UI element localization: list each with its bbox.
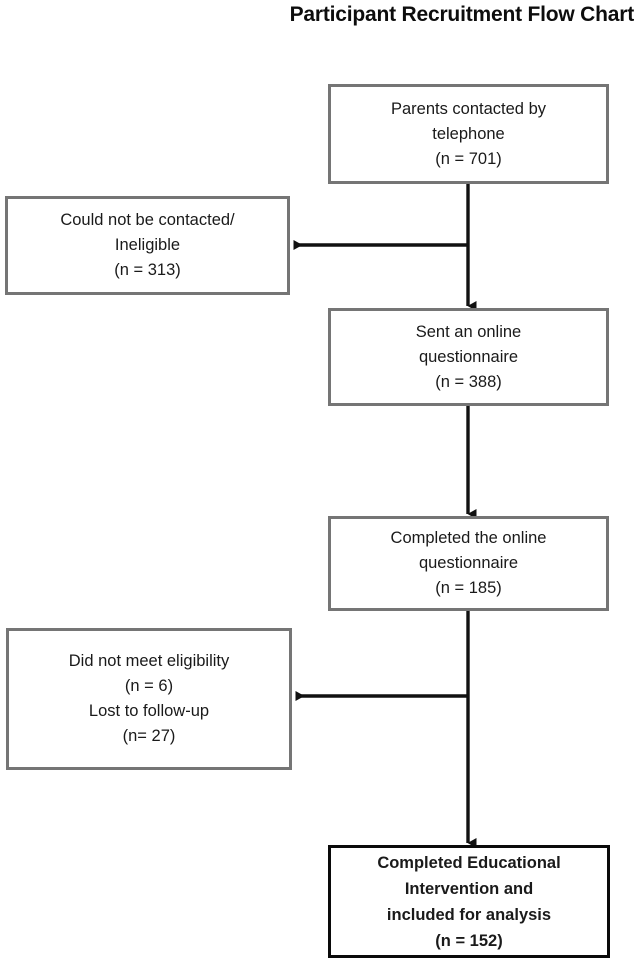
node-did-not-meet-eligibility-text: Did not meet eligibility (n = 6) Lost to… (68, 652, 230, 745)
node-could-not-be-contacted[interactable]: Could not be contacted/ Ineligible (n = … (5, 196, 290, 295)
node-sent-questionnaire[interactable]: Sent an online questionnaire (n = 388) (328, 308, 609, 406)
node-completed-questionnaire[interactable]: Completed the online questionnaire (n = … (328, 516, 609, 611)
node-completed-intervention[interactable]: Completed Educational Intervention and i… (328, 845, 610, 958)
node-completed-intervention-text: Completed Educational Intervention and i… (377, 853, 561, 950)
page-title: Participant Recruitment Flow Chart (289, 3, 635, 26)
node-parents-contacted-text: Parents contacted by telephone (n = 701) (390, 99, 546, 168)
node-did-not-meet-eligibility[interactable]: Did not meet eligibility (n = 6) Lost to… (6, 628, 292, 770)
node-completed-questionnaire-text: Completed the online questionnaire (n = … (390, 529, 547, 597)
node-sent-questionnaire-text: Sent an online questionnaire (n = 388) (415, 322, 522, 391)
node-could-not-be-contacted-text: Could not be contacted/ Ineligible (n = … (60, 211, 235, 279)
node-parents-contacted[interactable]: Parents contacted by telephone (n = 701) (328, 84, 609, 184)
